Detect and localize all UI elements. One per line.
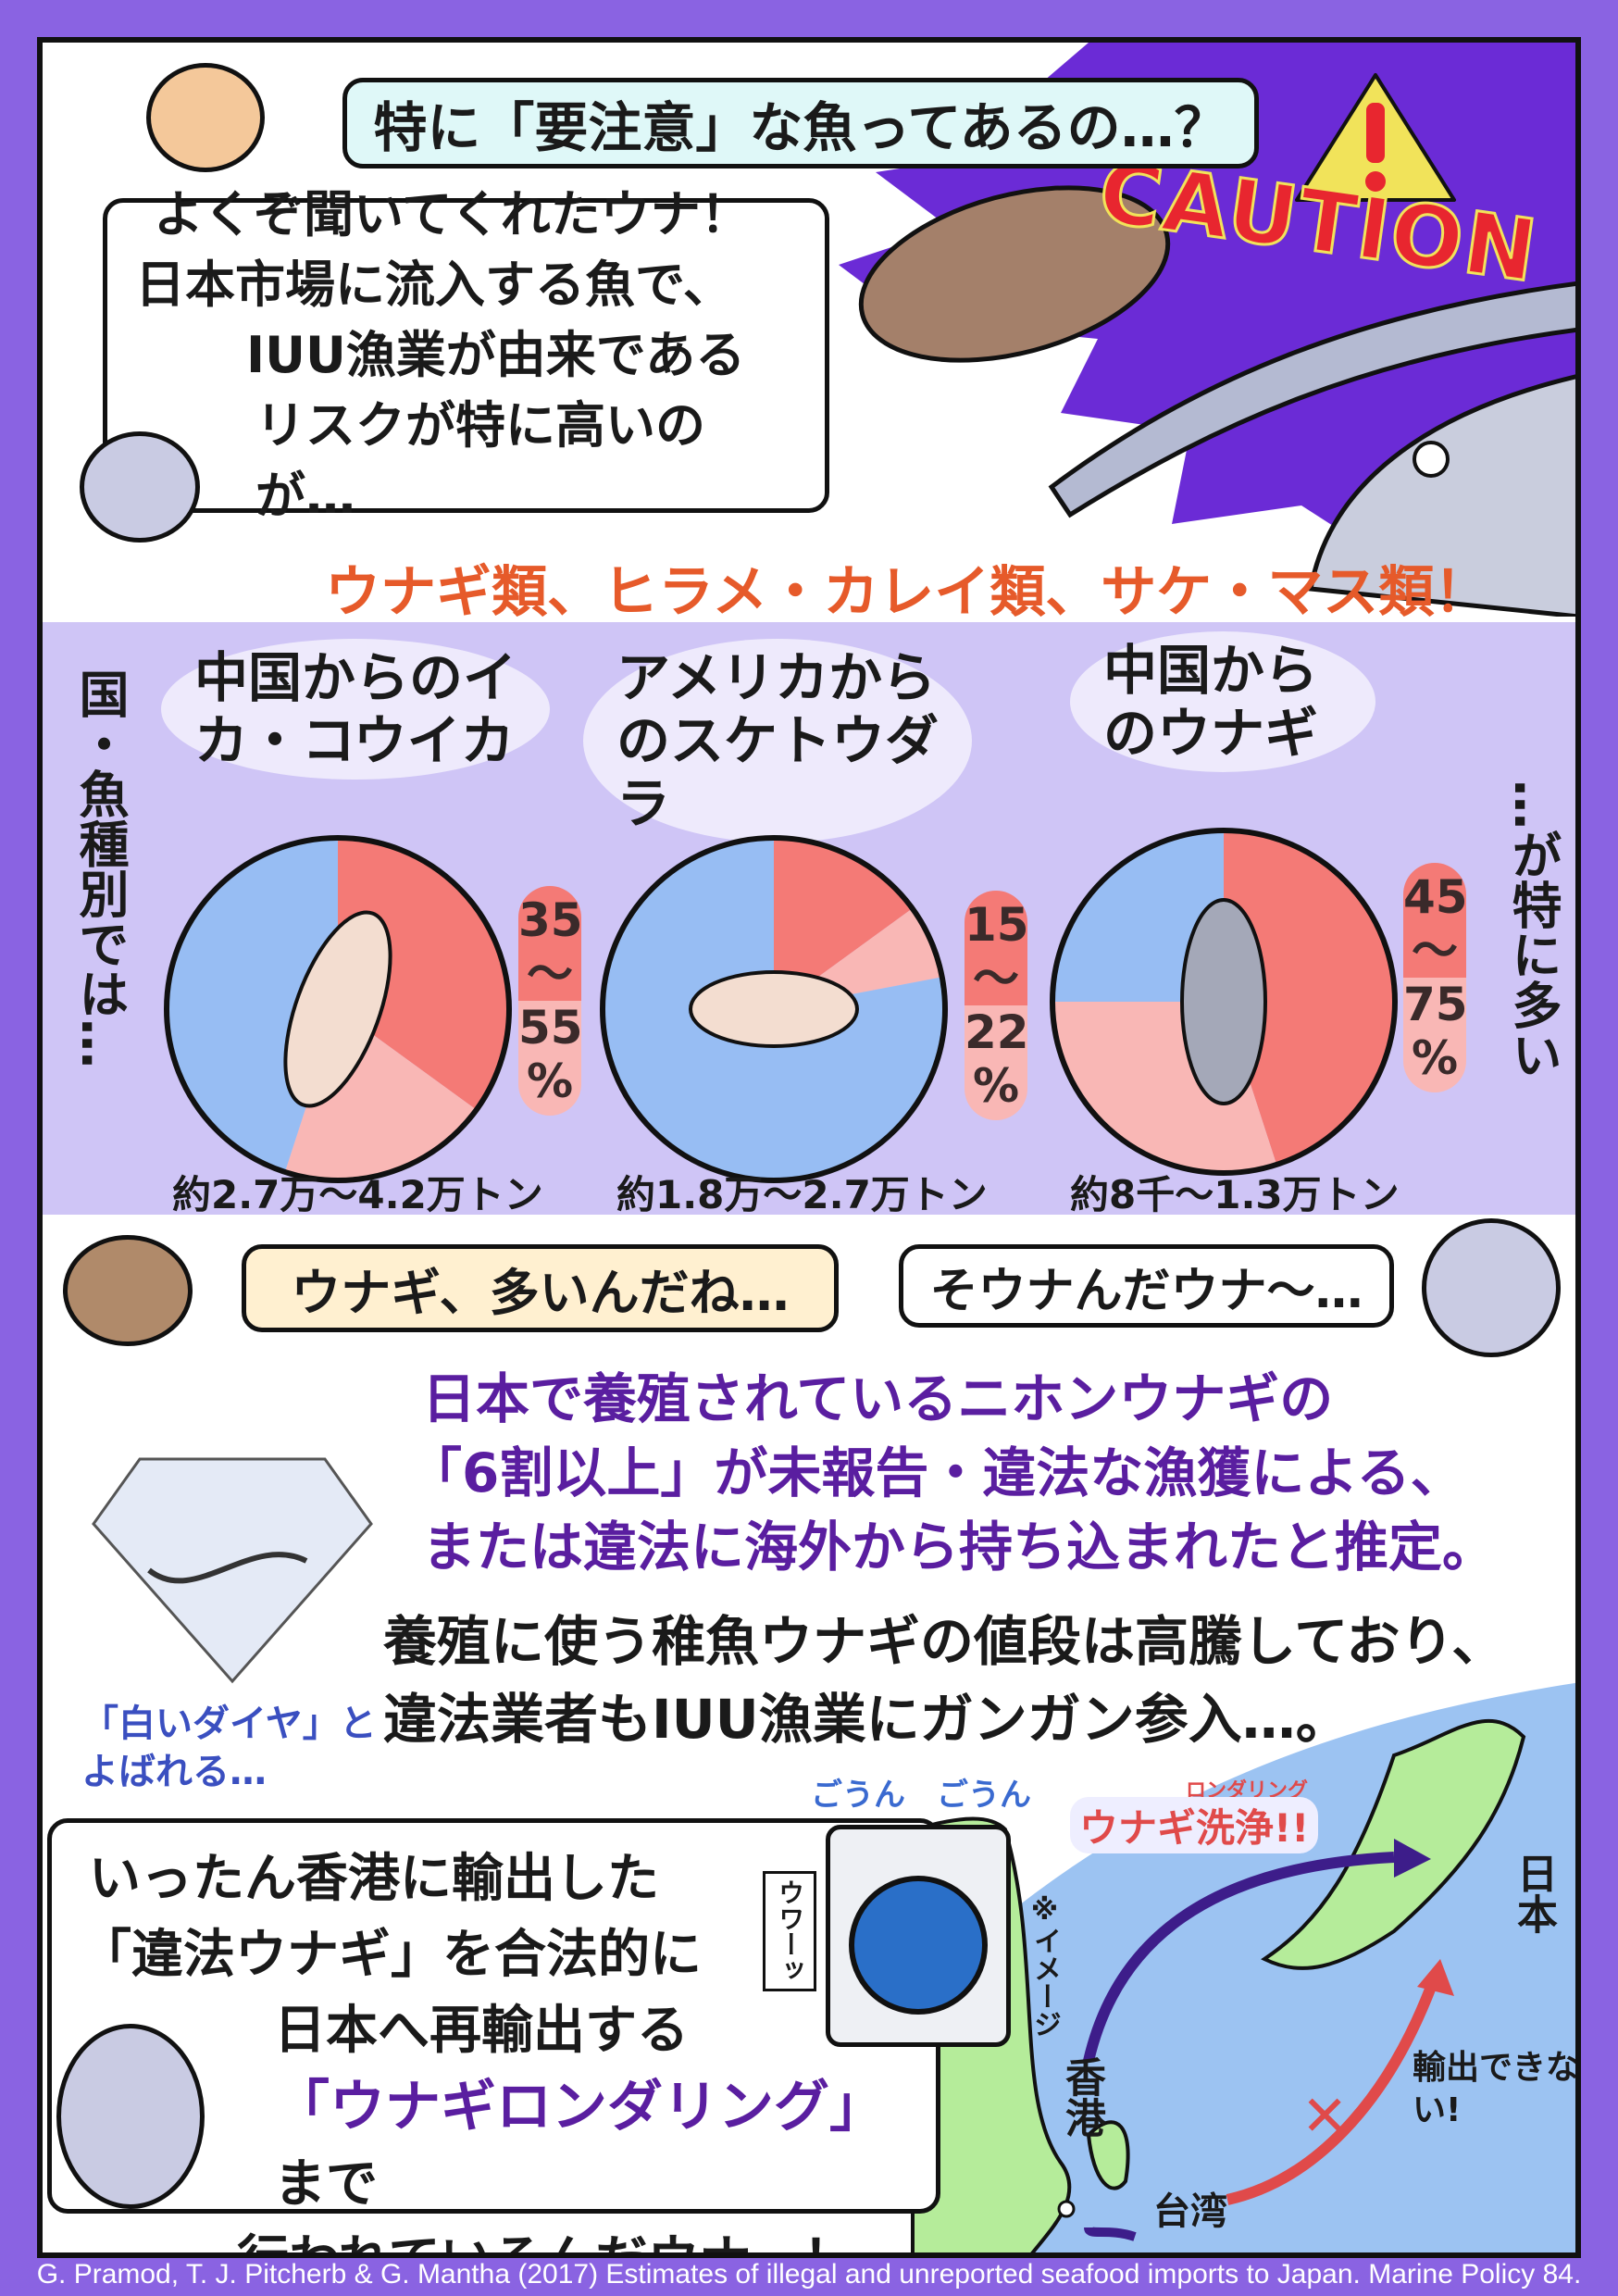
breakdown-section: 国・魚種別では… …が特に多い 中国からのイカ・コウイカ アメリカからのスケトウ…	[43, 622, 1575, 1217]
range-high: 75	[1403, 978, 1466, 1031]
range-pill-pollock: 15〜 22%	[965, 891, 1027, 1120]
range-low: 45	[1403, 870, 1466, 924]
eel-fact-black: 養殖に使う稚魚ウナギの値段は高騰しており、 違法業者もIUU漁業にガンガン参入……	[383, 1603, 1505, 1758]
laundering-line: 日本へ再輸出する	[274, 2001, 689, 2061]
range-pill-eel: 45〜 75%	[1403, 863, 1466, 1092]
flounder-icon	[858, 185, 1171, 363]
breakdown-side-label-right: …が特に多い	[1503, 780, 1562, 1079]
pie-slice-0-0	[338, 838, 510, 1110]
cat-question-text: 特に「要注意」な魚ってあるの…？	[373, 96, 1228, 159]
label-japan: 日本	[1510, 1853, 1557, 1934]
rabbit-speech-bubble: よくぞ聞いてくれたウナ！ 日本市場に流入する魚で、 IUU漁業が由来である リス…	[103, 185, 829, 525]
label-taiwan: 台湾	[1153, 2190, 1227, 2233]
eel-icon	[1180, 898, 1267, 1105]
laundering-emphasis: 「ウナギロンダリング」	[274, 2075, 885, 2140]
diamond-caption: 「白いダイヤ」とよばれる…	[81, 1700, 377, 1796]
pollock-icon	[689, 970, 859, 1048]
washing-machine-icon	[826, 1825, 1011, 2047]
range-tilde: 〜	[1412, 924, 1458, 978]
chart-title-eel: 中国からのウナギ	[1070, 631, 1375, 772]
range-unit: %	[1411, 1031, 1459, 1085]
fact-line: 日本で養殖されているニホンウナギの	[422, 1367, 1334, 1430]
fact-line: 養殖に使う稚魚ウナギの値段は高騰しており、	[383, 1610, 1506, 1673]
tonnage-eel: 約8千〜1.3万トン	[1070, 1172, 1400, 1217]
range-tilde: 〜	[973, 952, 1019, 1005]
fact-line: または違法に海外から持ち込まれたと推定。	[422, 1516, 1497, 1578]
image-note: ※イメージ	[1028, 1894, 1061, 2038]
label-hongkong: 香港	[1058, 2056, 1105, 2138]
washing-drum	[849, 1876, 988, 2015]
answer-line: リスクが特に高いのが…	[255, 396, 705, 525]
hamster-avatar	[63, 1235, 193, 1346]
chart-title-pollock: アメリカからのスケトウダラ	[583, 639, 972, 842]
pie-charts	[164, 828, 1398, 1183]
laundering-line: 行われているんだウナ…！	[80, 2223, 908, 2252]
eel-fact-purple: 日本で養殖されているニホンウナギの 「6割以上」が未報告・違法な漁獲による、 ま…	[408, 1362, 1496, 1584]
high-risk-species: ウナギ類、ヒラメ・カレイ類、サケ・マス類！	[325, 560, 1490, 625]
wash-label: ウナギ洗浄!!	[1070, 1797, 1319, 1853]
range-high: 22	[965, 1005, 1027, 1059]
laundering-line: いったん香港に輸出した	[89, 1849, 659, 1909]
rabbit-avatar	[80, 431, 200, 543]
tonnage-pollock: 約1.8万〜2.7万トン	[616, 1172, 988, 1217]
citation: G. Pramod, T. J. Pitcherb & G. Mantha (2…	[36, 2259, 1582, 2290]
laundering-emphasis-suffix: まで	[274, 2154, 378, 2215]
fish-illustrations	[858, 185, 1575, 617]
pie-outline-1	[600, 835, 948, 1183]
taiwan-land	[1086, 2120, 1130, 2190]
range-unit: %	[972, 1059, 1020, 1113]
hamster-speech-text: ウナギ、多いんだね…	[291, 1264, 790, 1322]
fact-line: 「6割以上」が未報告・違法な漁獲による、	[408, 1441, 1464, 1504]
cannot-export-label: 輸出できない!	[1413, 2049, 1580, 2129]
answer-line: 日本市場に流入する魚で、	[135, 256, 733, 314]
hamster-speech-bubble: ウナギ、多いんだね…	[242, 1244, 839, 1332]
rabbit-speech-text: そウナんだウナ〜…	[929, 1263, 1363, 1319]
range-tilde: 〜	[527, 947, 573, 1001]
tonnage-squid: 約2.7万〜4.2万トン	[172, 1172, 543, 1217]
caption-line: よばれる…	[81, 1751, 267, 1793]
machine-voice: ウワーッ	[763, 1871, 816, 1991]
range-low: 35	[518, 893, 581, 947]
answer-line: IUU漁業が由来である	[246, 326, 746, 384]
range-pill-squid: 35〜 55%	[518, 886, 581, 1116]
white-diamond-icon	[92, 1457, 373, 1684]
pie-slice-1-0	[774, 838, 913, 1009]
cat-speech-bubble: 特に「要注意」な魚ってあるの…？	[342, 78, 1259, 168]
range-unit: %	[526, 1054, 574, 1108]
laundering-line: 「違法ウナギ」を合法的に	[80, 1925, 702, 1985]
chart-title-squid: 中国からのイカ・コウイカ	[161, 639, 550, 780]
pie-slice-2-0	[1224, 830, 1395, 1165]
pie-outline-2	[1050, 828, 1398, 1176]
pie-outline-0	[164, 835, 512, 1183]
range-high: 55	[518, 1001, 581, 1054]
warning-icon	[1295, 73, 1456, 202]
blocked-export-arrow	[1226, 1984, 1437, 2205]
pie-slice-2-2	[1052, 830, 1224, 1002]
salmon-icon	[1308, 374, 1575, 617]
machine-sound: ごうん ごうん	[811, 1777, 1031, 1814]
blocked-x-icon: ✕	[1301, 2084, 1348, 2149]
reexport-arrow	[1083, 1852, 1395, 2063]
infographic-panel: CAUTION 特に「要注意」な魚ってあるの…？ よくぞ聞いてくれたウナ！ 日本…	[37, 37, 1581, 2258]
caption-line: 「白いダイヤ」と	[81, 1703, 377, 1745]
eel-icon	[1048, 281, 1575, 518]
cat-avatar	[146, 63, 265, 172]
answer-line: よくぞ聞いてくれたウナ！	[154, 185, 751, 243]
east-asia-map: ✕	[911, 1682, 1575, 2252]
rabbit-avatar-2	[1422, 1218, 1561, 1357]
squid-icon	[283, 910, 392, 1108]
hongkong-marker	[1057, 2200, 1076, 2218]
rabbit-speech-bubble-2: そウナんだウナ〜…	[899, 1244, 1394, 1328]
breakdown-side-label: 国・魚種別では…	[70, 668, 129, 1068]
rabbit-avatar-3	[56, 2024, 205, 2209]
range-low: 15	[965, 898, 1027, 952]
fact-line: 違法業者もIUU漁業にガンガン参入…。	[383, 1688, 1350, 1751]
